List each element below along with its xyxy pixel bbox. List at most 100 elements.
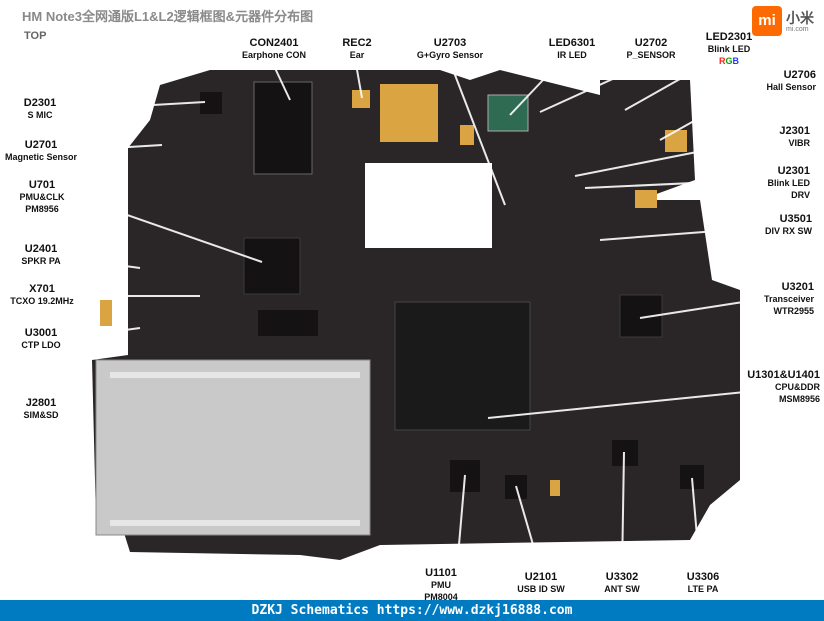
label-led6301: LED6301 IR LED — [540, 38, 604, 61]
label-d2301: D2301 S MIC — [12, 98, 68, 121]
label-u2703: U2703 G+Gyro Sensor — [404, 38, 496, 61]
label-desc2: PM8004 — [424, 592, 458, 602]
footer-banner: DZKJ Schematics https://www.dzkj16888.co… — [0, 600, 824, 621]
label-con2401: CON2401 Earphone CON — [234, 38, 314, 61]
gold-pad — [635, 190, 657, 208]
label-desc: Transceiver — [763, 294, 814, 304]
label-desc: Magnetic Sensor — [4, 152, 78, 162]
gold-pad — [665, 130, 687, 152]
label-rgb-text: RGB — [718, 56, 739, 66]
gold-pad — [550, 480, 560, 496]
label-ref: LED2301 — [705, 31, 753, 43]
label-desc: VIBR — [788, 138, 810, 148]
label-u2701: U2701 Magnetic Sensor — [2, 140, 80, 163]
label-ref: CON2401 — [249, 37, 299, 49]
label-rec2: REC2 Ear — [334, 38, 380, 61]
label-u701: U701 PMU&CLK PM8956 — [12, 180, 72, 215]
small-chip — [612, 440, 638, 466]
small-chip — [258, 310, 318, 336]
label-j2801: J2801 SIM&SD — [14, 398, 68, 421]
label-u3001: U3001 CTP LDO — [14, 328, 68, 351]
label-ref: J2301 — [779, 125, 810, 137]
brand-url: mi.com — [786, 26, 809, 33]
gold-pad — [352, 90, 370, 108]
mi-logo: mi — [752, 6, 782, 36]
label-desc: PMU — [431, 580, 451, 590]
label-desc: Earphone CON — [241, 50, 306, 60]
label-ref: U3001 — [24, 327, 58, 339]
cpu-chip — [394, 301, 531, 431]
label-ref: U2702 — [634, 37, 668, 49]
label-ref: U3501 — [779, 213, 812, 225]
small-chip — [200, 92, 222, 114]
label-desc: TCXO 19.2MHz — [10, 296, 74, 306]
label-ref: U2101 — [524, 571, 558, 583]
label-desc2: PM8956 — [25, 204, 59, 214]
label-ref: X701 — [29, 283, 55, 295]
gold-pad — [460, 125, 474, 145]
label-u3201: U3201 Transceiver WTR2955 — [750, 282, 814, 317]
pcb-cutout — [365, 163, 492, 248]
label-led2301: LED2301 Blink LED RGB — [694, 32, 764, 67]
label-ref: U701 — [28, 179, 56, 191]
label-ref: J2801 — [25, 397, 57, 409]
label-u2101: U2101 USB ID SW — [508, 572, 574, 595]
label-desc2: WTR2955 — [773, 306, 814, 316]
label-desc: CPU&DDR — [775, 382, 820, 392]
pmu-chip — [243, 237, 301, 295]
label-u3302: U3302 ANT SW — [594, 572, 650, 595]
label-desc: USB ID SW — [517, 584, 565, 594]
label-desc: Blink LED — [767, 178, 810, 188]
brand-name: 小米 — [786, 10, 814, 26]
label-desc: ANT SW — [604, 584, 640, 594]
label-j2301: J2301 VIBR — [760, 126, 810, 149]
label-desc: CTP LDO — [21, 340, 61, 350]
sim-card-tray — [95, 359, 371, 536]
label-u3306: U3306 LTE PA — [676, 572, 730, 595]
label-ref: U2401 — [24, 243, 58, 255]
label-ref: D2301 — [23, 97, 57, 109]
label-desc: S MIC — [27, 110, 53, 120]
label-desc: LTE PA — [687, 584, 719, 594]
label-u2702: U2702 P_SENSOR — [620, 38, 682, 61]
label-ref: U2701 — [24, 139, 58, 151]
label-ref: U3306 — [686, 571, 720, 583]
label-ref: LED6301 — [548, 37, 596, 49]
label-x701: X701 TCXO 19.2MHz — [4, 284, 80, 307]
label-desc: P_SENSOR — [626, 50, 676, 60]
label-ref: U3302 — [605, 571, 639, 583]
label-ref: U1301&U1401 — [747, 369, 820, 381]
label-u2401: U2401 SPKR PA — [14, 244, 68, 267]
label-ref: U2706 — [783, 69, 816, 81]
label-desc: DIV RX SW — [764, 226, 812, 236]
label-desc: G+Gyro Sensor — [416, 50, 484, 60]
label-u2301: U2301 Blink LED DRV — [756, 166, 810, 201]
label-desc2: DRV — [791, 190, 810, 200]
label-ref: U2301 — [777, 165, 810, 177]
label-desc2: MSM8956 — [778, 394, 820, 404]
label-desc: IR LED — [557, 50, 587, 60]
label-u2706: U2706 Hall Sensor — [752, 70, 816, 93]
label-u1301: U1301&U1401 CPU&DDR MSM8956 — [740, 370, 820, 405]
label-desc: Hall Sensor — [766, 82, 816, 92]
label-ref: U1101 — [425, 567, 457, 579]
board-side-label: TOP — [24, 30, 47, 42]
label-u1101: U1101 PMU PM8004 — [416, 568, 466, 603]
label-desc: Ear — [349, 50, 365, 60]
label-desc: PMU&CLK — [19, 192, 65, 202]
pcb-board-drawing — [92, 70, 740, 560]
gold-pad — [100, 300, 112, 326]
label-desc: Blink LED — [707, 44, 751, 54]
page-title: HM Note3全网通版L1&L2逻辑框图&元器件分布图 — [22, 9, 314, 24]
earphone-jack — [253, 81, 313, 175]
label-ref: U3201 — [781, 281, 814, 293]
ir-led — [487, 94, 529, 132]
sim-tray-rail — [110, 372, 360, 378]
label-desc: SPKR PA — [21, 256, 61, 266]
gold-pad — [380, 84, 438, 142]
label-u3501: U3501 DIV RX SW — [752, 214, 812, 237]
label-desc: SIM&SD — [23, 410, 59, 420]
label-ref: U2703 — [433, 37, 467, 49]
sim-tray-rail — [110, 520, 360, 526]
label-ref: REC2 — [342, 37, 372, 49]
